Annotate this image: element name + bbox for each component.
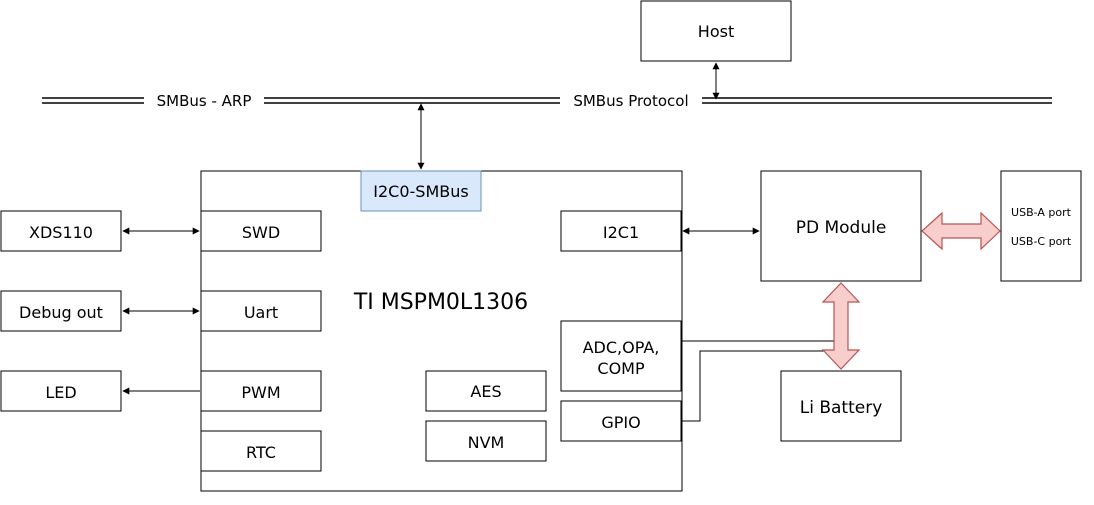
nvm-block: NVM [425, 420, 547, 462]
svg-text:TI MSPM0L1306: TI MSPM0L1306 [353, 290, 528, 315]
gpio-block: GPIO [560, 400, 682, 442]
svg-text:Li Battery: Li Battery [800, 398, 883, 418]
svg-text:SMBus - ARP: SMBus - ARP [157, 92, 252, 110]
aes-block: AES [425, 370, 547, 412]
svg-text:NVM: NVM [468, 433, 505, 452]
adc-battery-connector [682, 340, 845, 366]
swd-block: SWD [200, 210, 322, 252]
svg-text:USB-A port: USB-A port [1011, 206, 1072, 219]
uart-block: Uart [200, 290, 322, 332]
pwm-block: PWM [200, 370, 322, 412]
smbus-arp-label: SMBus - ARP [144, 91, 264, 110]
svg-text:Debug out: Debug out [19, 303, 103, 322]
svg-text:I2C1: I2C1 [603, 223, 639, 242]
li-battery-box: Li Battery [780, 370, 902, 442]
led-box: LED [0, 370, 122, 412]
pd-battery-power-arrow [821, 282, 861, 370]
svg-text:LED: LED [45, 383, 76, 402]
svg-text:SMBus Protocol: SMBus Protocol [573, 92, 688, 110]
debug-out-box: Debug out [0, 290, 122, 332]
i2c1-block: I2C1 [560, 210, 682, 252]
svg-text:SWD: SWD [242, 223, 280, 242]
svg-text:PD Module: PD Module [796, 218, 887, 238]
svg-text:COMP: COMP [597, 359, 645, 378]
svg-text:AES: AES [470, 382, 501, 401]
adc-opa-comp-block: ADC,OPA, COMP [560, 320, 682, 392]
rtc-block: RTC [200, 430, 322, 472]
svg-text:I2C0-SMBus: I2C0-SMBus [373, 182, 468, 201]
smbus-protocol-label: SMBus Protocol [560, 91, 702, 110]
pd-usb-power-arrow [921, 211, 1001, 251]
svg-text:Uart: Uart [244, 303, 278, 322]
pd-module-box: PD Module [760, 170, 922, 282]
svg-text:ADC,OPA,: ADC,OPA, [583, 338, 660, 357]
xds110-box: XDS110 [0, 210, 122, 252]
svg-text:GPIO: GPIO [601, 413, 640, 432]
svg-text:Host: Host [698, 22, 734, 41]
svg-text:XDS110: XDS110 [29, 223, 93, 242]
host-box: Host [640, 0, 792, 62]
i2c0-smbus-block: I2C0-SMBus [360, 170, 482, 212]
svg-text:RTC: RTC [246, 443, 276, 462]
svg-text:PWM: PWM [241, 383, 280, 402]
usb-ports-box: USB-A port USB-C port [1000, 170, 1082, 282]
svg-text:USB-C port: USB-C port [1011, 235, 1072, 248]
